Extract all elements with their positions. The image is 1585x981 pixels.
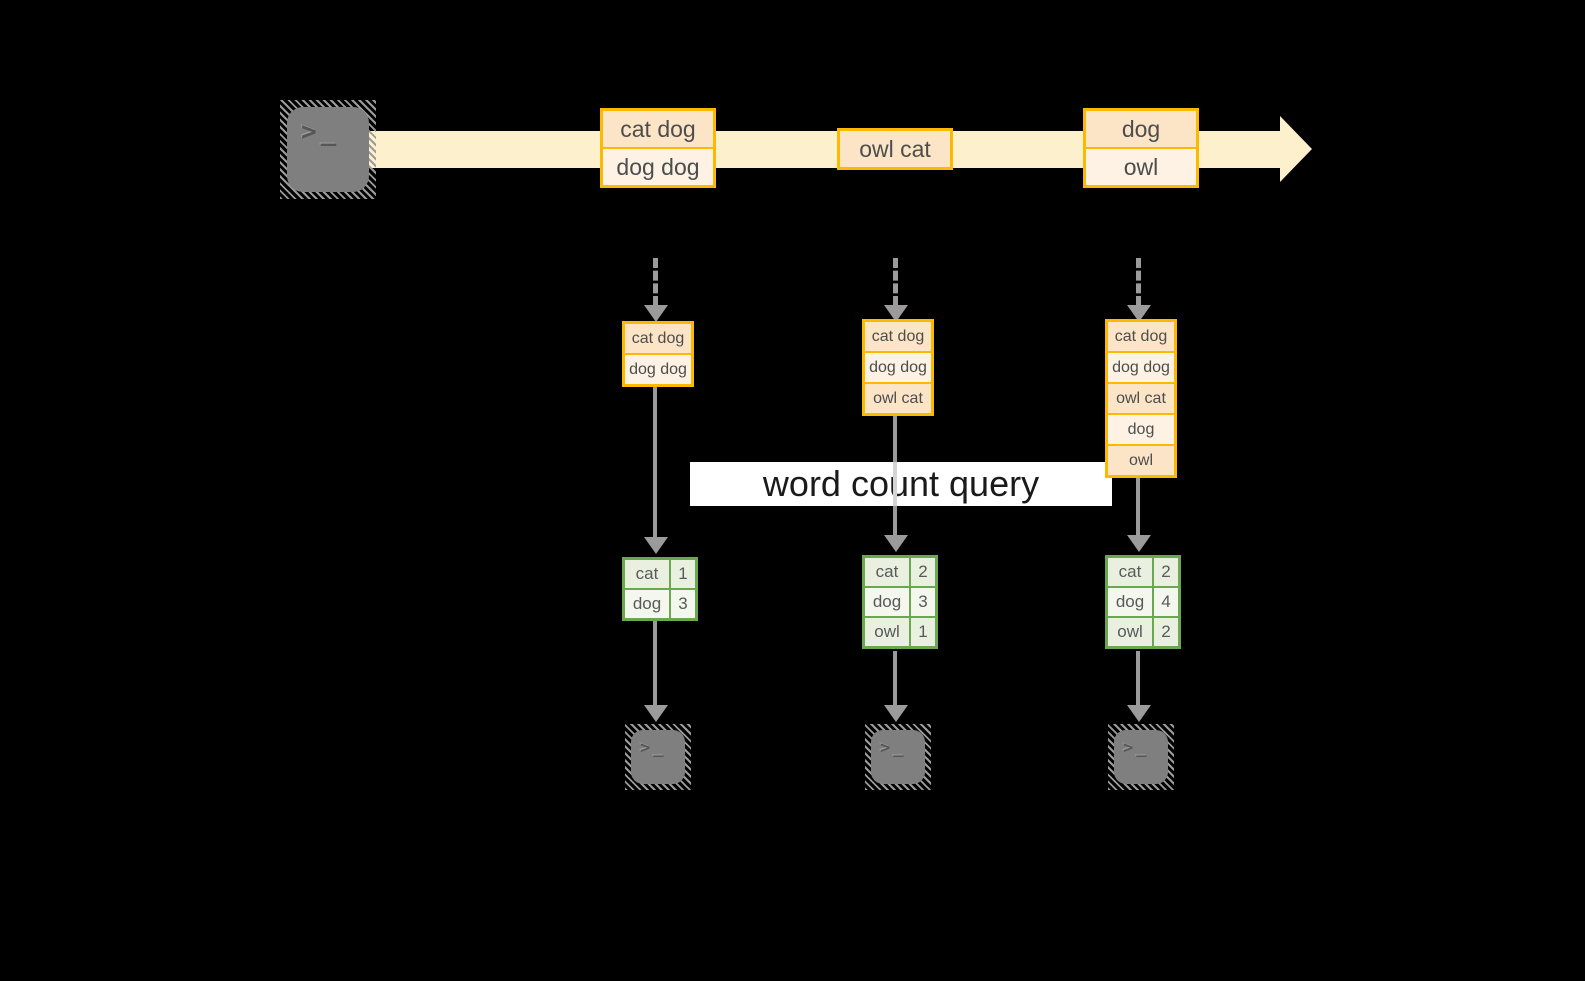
output-line-2-head [884,705,908,722]
buffer-item: dog dog [1108,353,1174,382]
word-count-table-1: cat 1 dog 3 [622,557,698,621]
stream-arrowhead-icon [1280,116,1312,182]
output-line-2 [893,651,897,706]
count-word: dog [1108,588,1152,616]
count-word: dog [625,590,669,618]
count-word: cat [865,558,909,586]
stream-message-2: owl cat [837,128,953,170]
buffer-item: owl cat [1108,384,1174,413]
word-count-table-3: cat 2 dog 4 owl 2 [1105,555,1181,649]
terminal-sink-icon-1: >_ [625,724,691,790]
output-line-3-head [1127,705,1151,722]
buffer-item: dog [1108,415,1174,444]
message-line: owl cat [840,131,950,167]
buffer-item: cat dog [1108,322,1174,351]
query-line-3 [1136,476,1140,536]
count-value: 1 [911,618,935,646]
terminal-prompt-glyph: >_ [640,738,667,758]
buffer-item: dog dog [625,355,691,384]
terminal-source-icon: >_ [280,100,376,199]
buffer-stack-1: cat dog dog dog [622,321,694,387]
dashed-arrow-2 [893,258,898,306]
buffer-item: cat dog [625,324,691,353]
dashed-arrow-1 [653,258,658,306]
query-line-3-head [1127,535,1151,552]
dashed-arrow-3 [1136,258,1141,306]
count-value: 2 [1154,618,1178,646]
terminal-sink-icon-2: >_ [865,724,931,790]
message-line: dog dog [603,149,713,185]
count-value: 2 [911,558,935,586]
dashed-arrow-1-head [644,305,668,322]
count-word: owl [865,618,909,646]
message-line: cat dog [603,111,713,147]
terminal-prompt-glyph: >_ [880,738,907,758]
word-count-table-2: cat 2 dog 3 owl 1 [862,555,938,649]
query-line-1-head [644,537,668,554]
buffer-item: cat dog [865,322,931,351]
query-line-2-head [884,535,908,552]
query-line-2-through-label [893,462,897,506]
output-line-3 [1136,651,1140,706]
output-line-1-head [644,705,668,722]
dashed-arrow-2-head [884,305,908,322]
query-label: word count query [690,462,1112,506]
buffer-item: owl cat [865,384,931,413]
buffer-item: dog dog [865,353,931,382]
terminal-sink-icon-3: >_ [1108,724,1174,790]
message-line: owl [1086,149,1196,185]
terminal-prompt-glyph: >_ [301,117,341,147]
count-word: owl [1108,618,1152,646]
stream-message-1: cat dog dog dog [600,108,716,188]
buffer-item: owl [1108,446,1174,475]
count-value: 4 [1154,588,1178,616]
query-line-1 [653,385,657,538]
count-value: 3 [671,590,695,618]
count-value: 1 [671,560,695,588]
count-value: 2 [1154,558,1178,586]
output-line-1 [653,621,657,706]
count-word: dog [865,588,909,616]
buffer-stack-2: cat dog dog dog owl cat [862,319,934,416]
message-line: dog [1086,111,1196,147]
count-word: cat [625,560,669,588]
terminal-prompt-glyph: >_ [1123,738,1150,758]
stream-message-3: dog owl [1083,108,1199,188]
count-word: cat [1108,558,1152,586]
dashed-arrow-3-head [1127,305,1151,322]
buffer-stack-3: cat dog dog dog owl cat dog owl [1105,319,1177,478]
count-value: 3 [911,588,935,616]
